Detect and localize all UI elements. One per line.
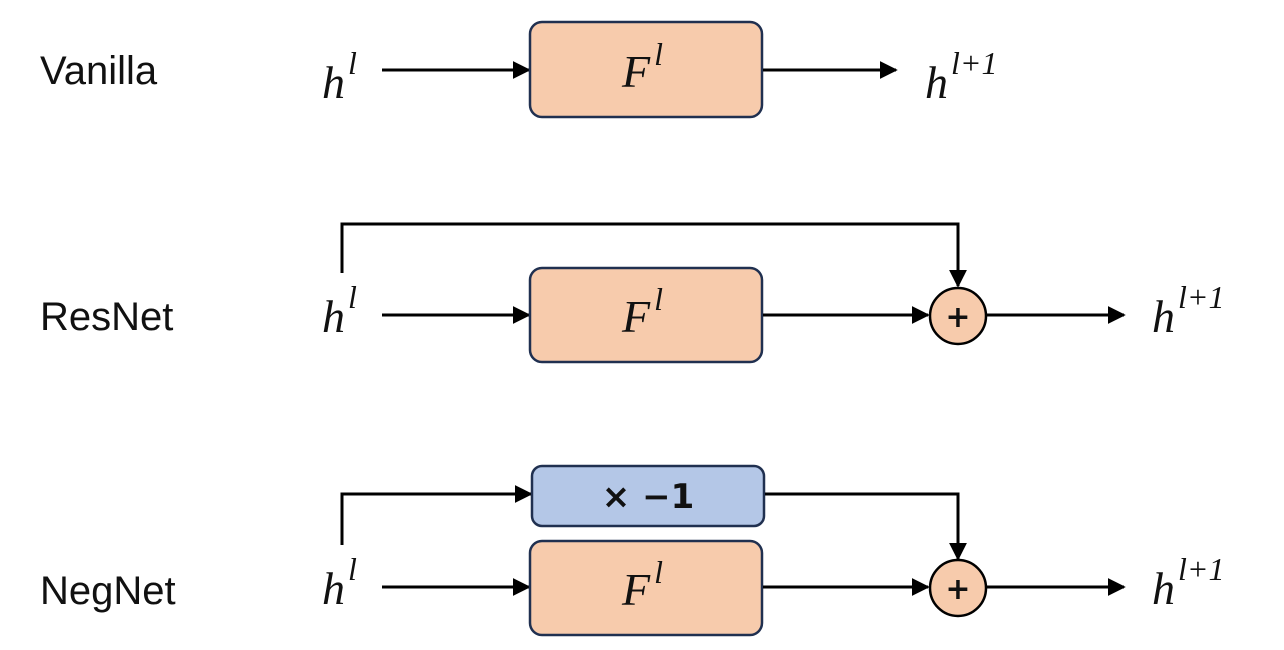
negnet-f-block xyxy=(528,539,764,637)
resnet-f-block xyxy=(528,266,764,364)
resnet-output-h: hl+1 xyxy=(1152,279,1224,342)
vanilla-input-h: hl xyxy=(322,45,357,108)
row-label-vanilla: Vanilla xyxy=(40,49,158,93)
negnet-sum-node xyxy=(928,558,988,618)
negnet-output-h: hl+1 xyxy=(1152,551,1224,614)
negnet-skip-to-neg-arrow xyxy=(340,485,533,545)
row-label-resnet: ResNet xyxy=(40,295,173,339)
resnet-plus-symbol: + xyxy=(945,300,970,335)
resnet-sum-node xyxy=(928,286,988,346)
row-label-negnet: NegNet xyxy=(40,569,176,613)
vanilla-output-h: hl+1 xyxy=(925,45,997,108)
negnet-neg-to-sum-arrow xyxy=(765,492,967,561)
negnet-plus-symbol: + xyxy=(945,572,970,607)
resnet-input-h: hl xyxy=(322,279,357,342)
resnet-skip-connection xyxy=(340,222,967,288)
vanilla-f-block xyxy=(528,20,764,119)
negnet-negate-block xyxy=(530,464,766,528)
negnet-negate-label: × −1 xyxy=(602,477,694,517)
negnet-input-h: hl xyxy=(322,551,357,614)
